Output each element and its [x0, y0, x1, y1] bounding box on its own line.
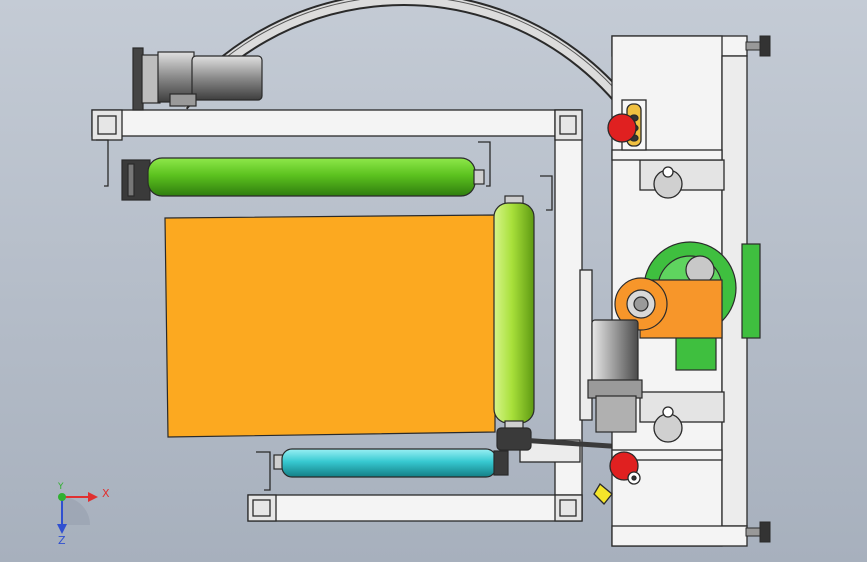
machine-frame — [91, 109, 593, 522]
frame-top-rail — [91, 109, 581, 137]
triad-y-label: Y — [58, 482, 64, 492]
rotary-motor — [132, 47, 263, 111]
frame-top-left-post — [91, 109, 123, 141]
foot-top-stem — [745, 41, 761, 51]
guide-wheel-top — [607, 113, 637, 143]
lower-roller-tube — [281, 448, 497, 478]
upper-roller-tube — [147, 157, 476, 197]
swing-bracket — [614, 277, 723, 339]
lower-roller-pulley — [493, 450, 509, 476]
position-marker — [593, 483, 613, 505]
triad-x-label: X — [102, 487, 110, 500]
frame-top-bracket — [96, 139, 109, 187]
coordinate-triad — [57, 492, 98, 534]
foot-bottom-stem — [745, 527, 761, 537]
frame-bottom-rail — [247, 494, 583, 522]
film-sheet — [164, 214, 496, 438]
sprocket-lower — [653, 413, 683, 443]
upper-roller — [121, 157, 485, 201]
leveling-feet — [745, 35, 771, 543]
gear-motor — [587, 319, 643, 433]
frame-bottom-bracket — [256, 451, 271, 491]
upper-roller-pulley — [121, 159, 151, 201]
triad-z-label: Z — [58, 534, 66, 547]
gear-motor-body — [591, 319, 639, 383]
vertical-roller-tube — [493, 202, 535, 424]
lower-roller — [273, 448, 509, 478]
motor-body — [191, 55, 263, 101]
